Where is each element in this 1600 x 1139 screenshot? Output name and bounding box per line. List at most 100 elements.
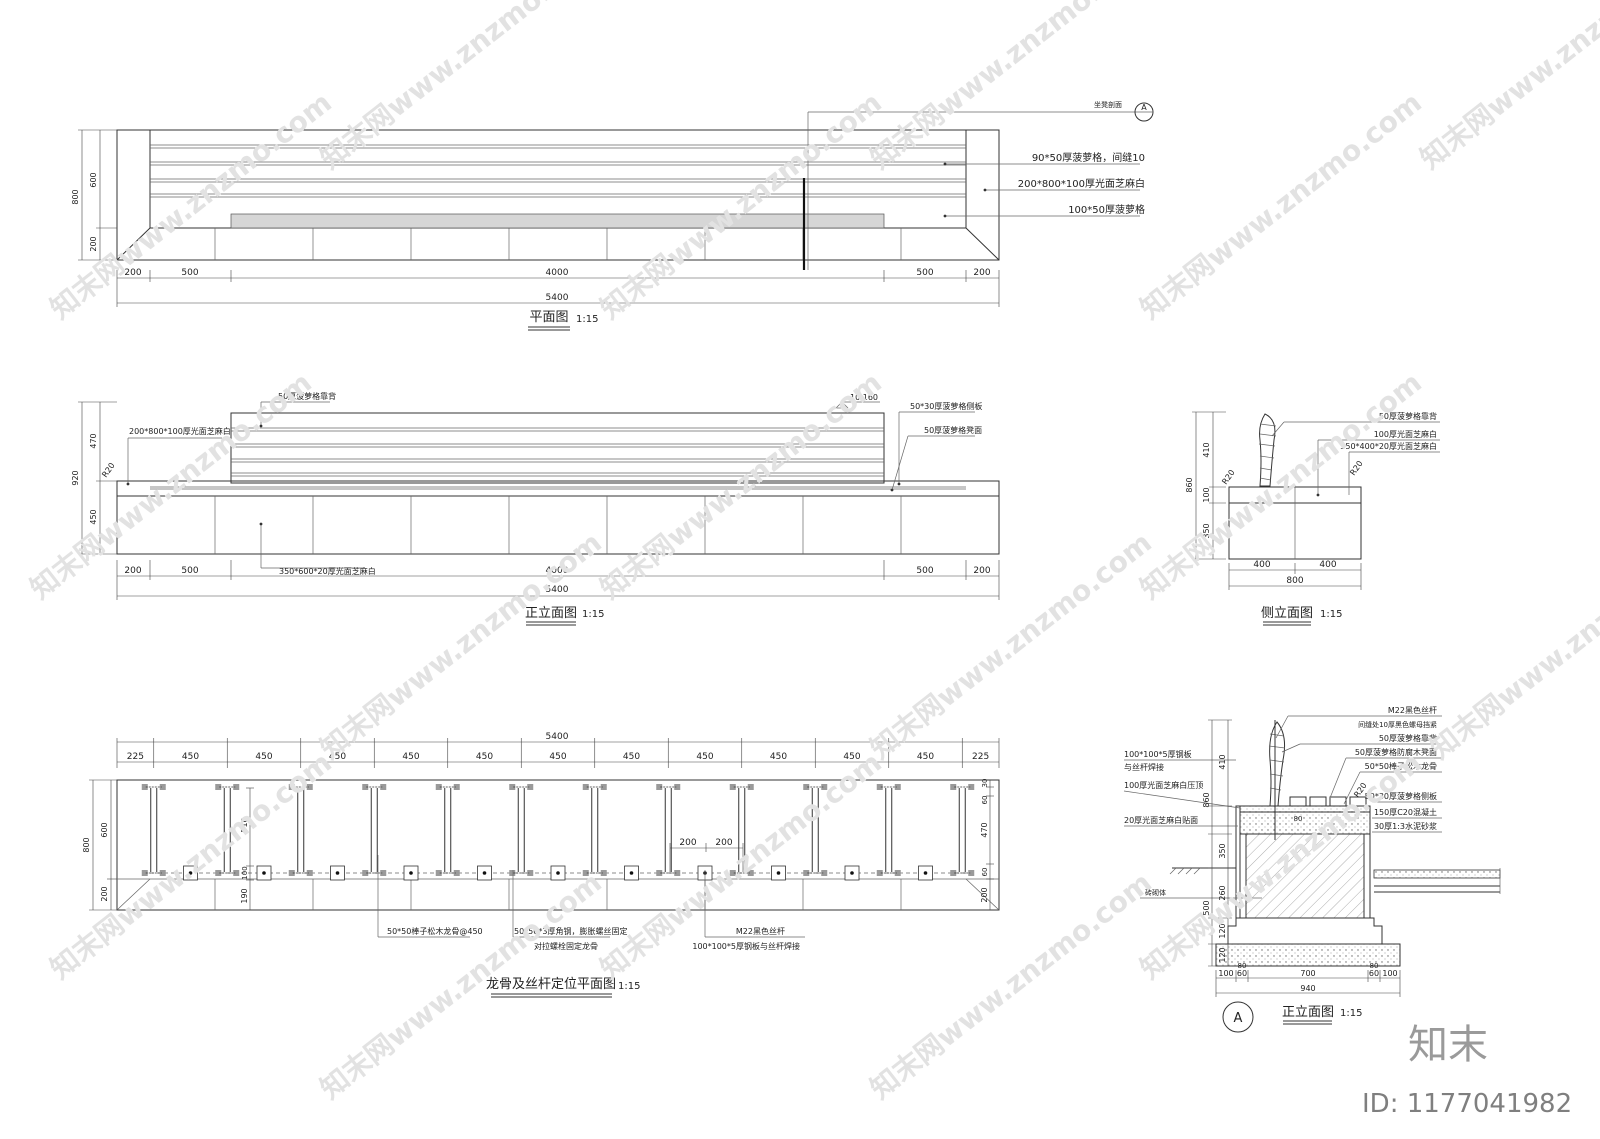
keel-joist <box>876 784 901 876</box>
keel-rod-plate <box>550 865 566 881</box>
section-marker-letter: A <box>1234 1011 1243 1026</box>
keel-note-joist: 50*50棒子松木龙骨@450 <box>387 926 483 936</box>
side-callout-cladding: 350*400*20厚光面芝麻白 <box>1340 441 1437 451</box>
keel-joist <box>950 784 975 876</box>
section-right-1: M22黑色丝杆 <box>1388 705 1437 715</box>
side-dim-left-base: 350 <box>1202 523 1211 538</box>
plan-dim-bottom-4: 500 <box>916 268 933 278</box>
section-a: 100*100*5厚钢板 与丝杆焊接 100厚光面芝麻白压顶 20厚光面芝麻白贴… <box>1123 705 1501 1033</box>
front-elevation-mark: 10.160 <box>850 393 878 402</box>
section-right-6: 50*30厚菠萝格侧板 <box>1365 791 1437 801</box>
side-dim-left-total: 860 <box>1185 477 1194 492</box>
keel-scale: 1:15 <box>618 981 640 992</box>
front-dim-bottom-5: 200 <box>973 566 990 576</box>
keel-dim-top: 225 <box>972 752 989 762</box>
keel-rod-plates <box>183 865 933 881</box>
front-dim-bottom-3: 4000 <box>546 566 569 576</box>
section-right-2: 间缝处10厚黑色螺母挡紧 <box>1358 720 1437 729</box>
keel-rod-plate <box>624 865 639 881</box>
plan-callout-backrest: 100*50厚菠萝格 <box>1068 203 1145 216</box>
section-scale: 1:15 <box>1340 1008 1362 1019</box>
section-dim-bottom-4: 60 <box>1369 969 1379 978</box>
keel-note-angle-1: 50*50*3厚角钢，膨胀螺丝固定 <box>514 926 627 936</box>
front-dim-bottom-4: 500 <box>916 566 933 576</box>
section-dim-left-7: 120 <box>1218 947 1227 962</box>
keel-dim-right-1: 30 <box>981 779 989 788</box>
keel-dim-left-seat: 600 <box>100 822 109 837</box>
watermark-text: 知末网www.znzmo.com <box>864 526 1158 766</box>
keel-rod-plate <box>844 865 860 881</box>
keel-joist <box>215 784 240 876</box>
watermark-text: 知末网www.znzmo.com <box>24 366 318 606</box>
keel-joist <box>141 784 166 876</box>
keel-dim-top: 450 <box>329 752 346 762</box>
keel-dim-top: 450 <box>917 752 934 762</box>
keel-joist <box>582 784 607 876</box>
plan-dim-bottom-3: 4000 <box>546 268 569 278</box>
section-dim-bottom-3: 700 <box>1300 969 1315 978</box>
section-dim-left-5: 500 <box>1202 900 1211 915</box>
plan-scale: 1:15 <box>576 314 598 325</box>
section-title: 正立面图 <box>1282 1005 1334 1020</box>
watermark-text: 知末网www.znzmo.com <box>594 86 888 326</box>
keel-note-rod-2: 100*100*5厚钢板与丝杆焊接 <box>692 941 800 951</box>
keel-dim-top: 450 <box>843 752 860 762</box>
watermark-layer: 知末网www.znzmo.com知末网www.znzmo.com知末网www.z… <box>24 0 1600 1106</box>
section-right-4: 50厚菠萝格防腐木凳面 <box>1355 747 1437 757</box>
plan-callout-slats: 90*50厚菠萝格，间缝10 <box>1032 151 1145 164</box>
plan-dim-total: 5400 <box>546 293 569 303</box>
section-dim-bottom-inner-2: 80 <box>1370 962 1379 970</box>
side-radius-left: R20 <box>1220 468 1236 486</box>
side-dim-bottom-2: 400 <box>1319 560 1336 570</box>
keel-joist <box>729 784 754 876</box>
side-radius-right: R20 <box>1348 459 1364 477</box>
plan-dim-bottom-2: 500 <box>181 268 198 278</box>
keel-dim-top: 450 <box>255 752 272 762</box>
side-dim-left-cap: 100 <box>1202 487 1211 502</box>
plan-seat-slats <box>150 144 966 198</box>
section-marker-circle <box>1222 1001 1254 1033</box>
keel-joist <box>288 784 313 876</box>
keel-dim-inner-1: 510 <box>240 817 249 832</box>
plan-view: A 坐凳剖面 90*50厚菠萝格，间缝10 200*800*100厚光面芝麻白 … <box>71 100 1154 331</box>
keel-joist <box>435 784 460 876</box>
keel-dim-top: 450 <box>549 752 566 762</box>
front-dim-bottom-1: 200 <box>124 566 141 576</box>
plan-backrest-strip <box>230 213 885 229</box>
front-dim-left-base: 450 <box>89 509 98 524</box>
keel-dim-inner-3: 190 <box>240 888 249 903</box>
side-callout-cap: 100厚光面芝麻白 <box>1374 429 1437 439</box>
section-left-3: 100厚光面芝麻白压顶 <box>1124 780 1203 790</box>
watermark-text: 知末网www.znzmo.com <box>314 0 608 176</box>
keel-note-rod-1: M22黑色丝杆 <box>736 926 785 936</box>
section-right-8: 30厚1:3水泥砂浆 <box>1374 821 1437 831</box>
keel-rod-plate <box>183 865 198 881</box>
plan-dim-left-total: 800 <box>71 189 80 204</box>
section-right-7: 150厚C20混凝土 <box>1374 807 1437 817</box>
keel-dim-top: 450 <box>182 752 199 762</box>
keel-joist <box>362 784 387 876</box>
side-dim-left-back: 410 <box>1202 442 1211 457</box>
front-cladding-joints <box>214 496 902 554</box>
keel-title: 龙骨及丝杆定位平面图 <box>486 977 616 992</box>
keel-dim-right-3: 470 <box>980 822 989 837</box>
section-left-2: 与丝杆焊接 <box>1124 762 1164 772</box>
section-right-5: 50*50棒子松木龙骨 <box>1365 761 1437 771</box>
watermark-text: 知末网www.znzmo.com <box>864 866 1158 1106</box>
watermark-text: 知末网www.znzmo.com <box>1134 86 1428 326</box>
section-left-5: 砖砌体 <box>1145 888 1166 897</box>
keel-note-angle-2: 对拉螺栓固定龙骨 <box>534 941 598 951</box>
plan-section-letter: A <box>1141 103 1147 112</box>
keel-dim-right-4: 60 <box>981 868 989 877</box>
front-scale: 1:15 <box>582 609 604 620</box>
keel-dim-total: 5400 <box>546 732 569 742</box>
keel-rod-plate <box>256 865 272 881</box>
keel-joist <box>509 784 534 876</box>
watermark-text: 知末网www.znzmo.com <box>44 86 338 326</box>
section-dim-bottom-5: 100 <box>1382 969 1397 978</box>
keel-dim-top: 450 <box>696 752 713 762</box>
section-dim-left-4: 260 <box>1218 885 1227 900</box>
watermark-text: 知末网www.znzmo.com <box>314 526 608 766</box>
watermark-text: 知末网www.znzmo.com <box>864 0 1158 176</box>
